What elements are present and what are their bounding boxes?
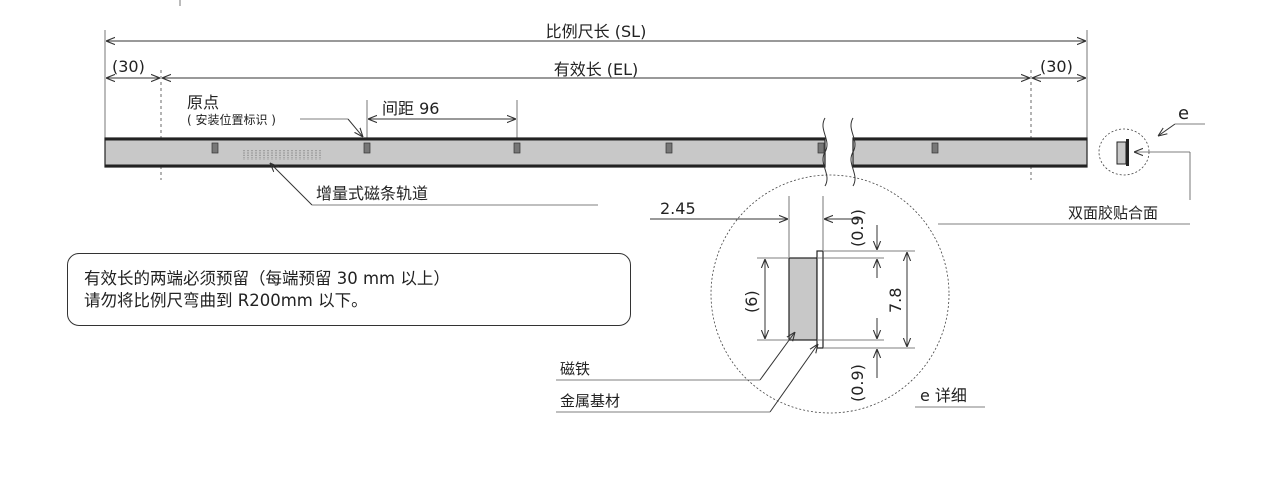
dim-bottom-label: (0.9) xyxy=(848,364,867,402)
cross-section-small: e 双面胶贴合面 xyxy=(938,103,1205,225)
magnetized-pattern xyxy=(243,150,321,160)
dim-total-height-label: 7.8 xyxy=(886,288,905,313)
dim-top-label: (0.9) xyxy=(848,209,867,247)
tape-name-label: 增量式磁条轨道 xyxy=(316,184,428,203)
magnet-shape xyxy=(788,257,818,341)
double-sided-tape-label: 双面胶贴合面 xyxy=(1068,204,1158,222)
origin-label: 原点 xyxy=(187,93,219,112)
scale-length-dimension: 比例尺长 (SL) xyxy=(104,22,1088,140)
origin-sub-label: ( 安装位置标识 ) xyxy=(187,112,276,127)
dim-magnet-height-label: (6) xyxy=(742,290,761,313)
margin-right-label: (30) xyxy=(1040,57,1073,76)
metal-base-label: 金属基材 xyxy=(560,392,620,410)
effective-length-dimension: (30) (30) 有效长 (EL) xyxy=(106,57,1086,180)
magnet-label: 磁铁 xyxy=(560,360,590,378)
origin-marks xyxy=(211,142,939,154)
effective-length-label: 有效长 (EL) xyxy=(554,60,639,79)
pitch-dimension: 间距 96 xyxy=(366,99,518,138)
scale-length-label: 比例尺长 (SL) xyxy=(546,22,647,41)
scale-tape xyxy=(104,117,1088,187)
metal-base-shape xyxy=(816,250,824,349)
detail-title-label: e 详细 xyxy=(920,386,967,405)
note-line-1: 有效长的两端必须预留（每端预留 30 mm 以上） xyxy=(84,269,450,288)
detail-marker-label: e xyxy=(1178,103,1189,124)
thickness-total-label: 2.45 xyxy=(660,199,696,218)
warning-note: 有效长的两端必须预留（每端预留 30 mm 以上） 请勿将比例尺弯曲到 R200… xyxy=(67,253,631,326)
note-line-2: 请勿将比例尺弯曲到 R200mm 以下。 xyxy=(84,291,368,310)
margin-left-label: (30) xyxy=(112,57,145,76)
detail-view: 2.45 (0.9) (0.9) 7.8 (6) 磁铁 金属基材 e 详细 xyxy=(556,174,985,414)
pitch-label: 间距 96 xyxy=(382,99,439,118)
